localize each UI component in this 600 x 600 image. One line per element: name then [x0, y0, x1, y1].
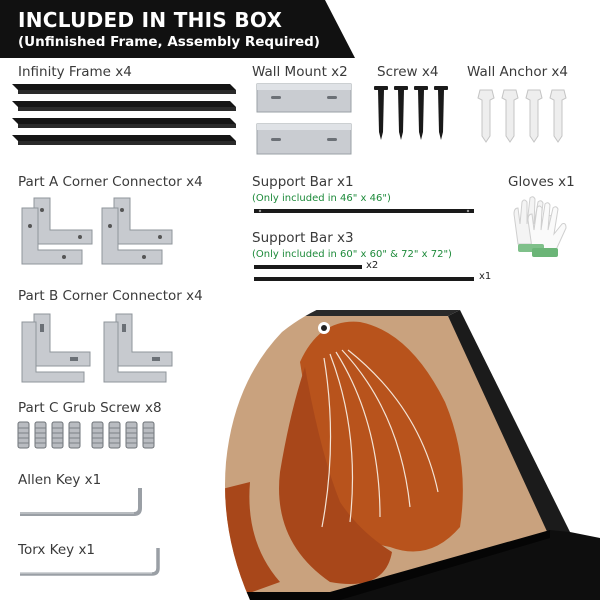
note-support-bar-1: (Only included in 46" x 46") [252, 193, 391, 204]
banner-title: INCLUDED IN THIS BOX [18, 8, 283, 32]
torx-key [18, 546, 168, 582]
banner-background [0, 0, 355, 58]
infinity-frame-bars [8, 80, 238, 155]
support-bar-long [252, 274, 477, 284]
gloves-image [506, 194, 570, 260]
header-banner: INCLUDED IN THIS BOX (Unfinished Frame, … [0, 0, 355, 58]
label-support-bar-3: Support Bar x3 [252, 230, 354, 246]
allen-key [18, 486, 148, 522]
qty-short-bar: x2 [366, 260, 379, 271]
corner-connectors-a [20, 196, 200, 268]
framed-artwork-image [210, 292, 600, 600]
wall-anchors [476, 86, 572, 144]
label-screw: Screw x4 [377, 64, 439, 80]
grub-screws [16, 420, 156, 450]
wall-mount-plates [255, 82, 355, 157]
note-support-bar-3: (Only included in 60" x 60" & 72" x 72") [252, 249, 452, 260]
support-bar-single [252, 206, 477, 216]
corner-connectors-b [20, 312, 200, 384]
label-gloves: Gloves x1 [508, 174, 575, 190]
support-bar-short [252, 262, 364, 272]
label-support-bar-1: Support Bar x1 [252, 174, 354, 190]
label-torx-key: Torx Key x1 [18, 542, 96, 558]
qty-long-bar: x1 [479, 271, 492, 282]
label-grub-screw: Part C Grub Screw x8 [18, 400, 162, 416]
label-allen-key: Allen Key x1 [18, 472, 102, 488]
label-wall-mount: Wall Mount x2 [252, 64, 348, 80]
label-infinity-frame: Infinity Frame x4 [18, 64, 132, 80]
screws [372, 84, 454, 144]
label-corner-connector-b: Part B Corner Connector x4 [18, 288, 203, 304]
label-corner-connector-a: Part A Corner Connector x4 [18, 174, 203, 190]
label-wall-anchor: Wall Anchor x4 [467, 64, 568, 80]
banner-subtitle: (Unfinished Frame, Assembly Required) [18, 34, 320, 50]
